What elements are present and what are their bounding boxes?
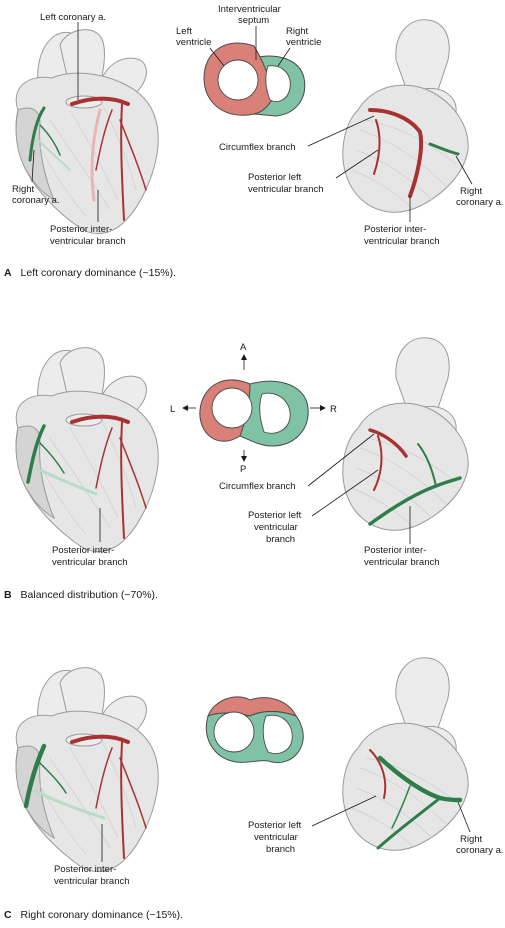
panel-a-right-coronary-artery [28,106,46,162]
direction-p: P [240,464,246,475]
panel-a: Left coronary a. Right coronary a. Poste… [4,4,504,279]
panel-b-cross-section [199,379,309,447]
panel-c-posterior-heart [342,657,469,851]
panel-b-right-coronary-artery [26,424,46,484]
panel-b-caption: B Balanced distribution (~70%). [4,589,158,601]
label-b-posterior-left-line1: Posterior left [248,510,302,521]
label-b-posterior-interventricular-line2: ventricular branch [52,557,128,568]
panel-c-right-coronary-artery [23,743,47,809]
label-left-ventricle-line1: Left [176,26,192,37]
label-left-coronary-a: Left coronary a. [40,12,106,23]
panel-a-right-coronary-posterior [428,142,460,156]
label-septum: septum [238,15,269,26]
label-posterior-left-line1: Posterior left [248,172,302,183]
label-right-ventricle-line2: ventricle [286,37,321,48]
panel-b-caption-letter: B [4,589,12,601]
panel-c-left-coronary-artery [70,734,130,744]
label-right-coronary-a-line2: coronary a. [12,195,60,206]
label-c-right-coronary-line2: coronary a. [456,845,504,856]
panel-c-caption: C Right coronary dominance (~15%). [4,909,183,921]
label-interventricular: Interventricular [218,4,281,15]
label-b-posterior-interventricular-line1: Posterior inter- [52,545,114,556]
label-b-circumflex-branch: Circumflex branch [219,481,296,492]
label-right-ventricle-line1: Right [286,26,309,37]
panel-a-posterior-heart [342,19,469,213]
label-right-coronary-right-line2: coronary a. [456,197,504,208]
label-c-posterior-left-line1: Posterior left [248,820,302,831]
panel-c-cross-section [205,696,304,764]
panel-b-circumflex-branch [368,428,408,458]
label-c-right-coronary-line1: Right [460,834,483,845]
panel-b-left-coronary-artery [70,414,130,424]
label-b-posterior-left-line3: branch [266,534,295,545]
direction-a: A [240,342,247,353]
label-c-posterior-interventricular-line1: Posterior inter- [54,864,116,875]
label-posterior-interventricular-line1: Posterior inter- [50,224,112,235]
panel-a-caption: A Left coronary dominance (~15%). [4,267,176,279]
panel-b-anterior-heart [15,347,159,553]
label-posterior-interventricular-right-line1: Posterior inter- [364,224,426,235]
panel-c-caption-letter: C [4,909,12,921]
label-right-coronary-right-line1: Right [460,186,483,197]
panel-c-left-coronary-posterior [369,749,387,799]
label-b-posterior-interventricular-right-line1: Posterior inter- [364,545,426,556]
label-posterior-interventricular-right-line2: ventricular branch [364,236,440,247]
label-right-coronary-a-line1: Right [12,184,35,195]
panel-b-caption-text: Balanced distribution (~70%). [21,589,158,601]
label-circumflex-branch: Circumflex branch [219,142,296,153]
panel-c-caption-text: Right coronary dominance (~15%). [21,909,184,921]
label-b-posterior-left-line2: ventricular [254,522,298,533]
label-left-ventricle-line2: ventricle [176,37,211,48]
label-c-posterior-left-line2: ventricular [254,832,298,843]
panel-a-cross-section [203,42,306,117]
panel-a-circumflex-branch [368,108,424,198]
label-c-posterior-interventricular-line2: ventricular branch [54,876,130,887]
label-posterior-interventricular-line2: ventricular branch [50,236,126,247]
direction-r: R [330,404,337,415]
label-b-posterior-interventricular-right-line2: ventricular branch [364,557,440,568]
panel-c: Posterior inter- ventricular branch Post… [4,657,504,921]
panel-a-left-coronary-artery [70,96,130,106]
panel-b: Posterior inter- ventricular branch A L … [4,337,469,601]
label-posterior-left-line2: ventricular branch [248,184,324,195]
label-c-posterior-left-line3: branch [266,844,295,855]
direction-l: L [170,404,175,415]
panel-a-caption-letter: A [4,267,12,279]
panel-a-caption-text: Left coronary dominance (~15%). [21,267,177,279]
